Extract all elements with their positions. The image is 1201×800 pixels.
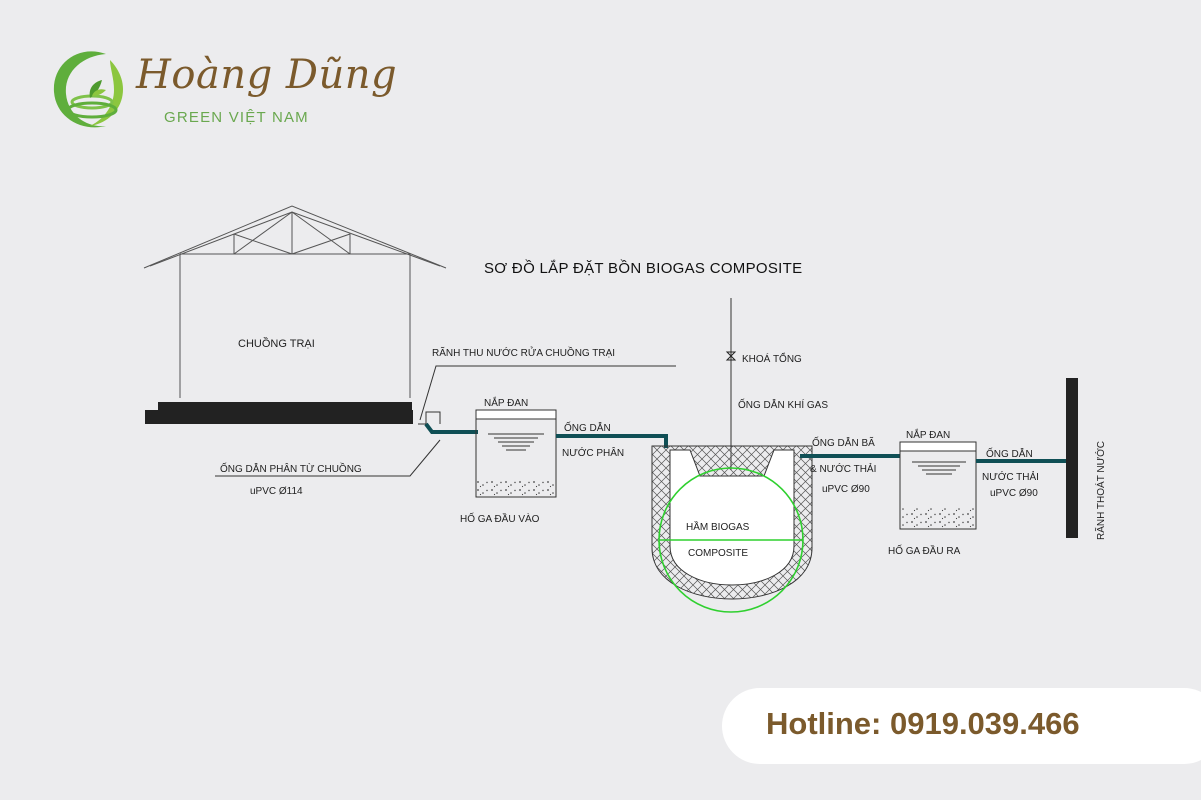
brand-subtitle: GREEN VIỆT NAM <box>164 109 309 126</box>
outlet-cover-label: NẮP ĐAN <box>906 428 950 441</box>
manure-pipe <box>424 422 478 434</box>
tank-label-1: HẦM BIOGAS <box>686 520 750 533</box>
inlet-cover-label: NẮP ĐAN <box>484 396 528 409</box>
drain-label: RÃNH THOÁT NƯỚC <box>1094 441 1107 540</box>
feces-pipe <box>556 434 668 448</box>
barn <box>143 205 447 398</box>
hotline-banner: Hotline: 0919.039.466 <box>722 688 1201 764</box>
feces-pipe-label-1: ỐNG DẪN <box>564 420 611 434</box>
hotline-text[interactable]: Hotline: 0919.039.466 <box>766 706 1080 741</box>
drain-wall <box>1066 378 1078 538</box>
barn-floor <box>145 402 413 424</box>
outlet-pit <box>899 441 977 530</box>
residue-pipe-label-2: & NƯỚC THẢI <box>810 462 876 475</box>
waste-pipe-label-1: ỐNG DẪN <box>986 446 1033 460</box>
diagram-title: SƠ ĐỒ LẮP ĐẶT BỒN BIOGAS COMPOSITE <box>484 259 802 277</box>
biogas-tank-pit <box>651 445 813 613</box>
gas-pipe-label: ỐNG DẪN KHÍ GAS <box>738 397 828 411</box>
main-valve-label: KHOÁ TỔNG <box>742 352 802 365</box>
brand-name: Hoàng Dũng <box>136 52 398 98</box>
valve-icon <box>725 351 737 361</box>
leaf-swirl-logo-icon <box>53 51 124 128</box>
waste-pipe-label-2: NƯỚC THẢI <box>982 470 1039 483</box>
wash-channel-label: RÃNH THU NƯỚC RỬA CHUỒNG TRẠI <box>432 346 615 359</box>
brand-logo: Hoàng Dũng GREEN VIỆT NAM <box>48 46 397 136</box>
outlet-pit-label: HỐ GA ĐẦU RA <box>888 543 961 557</box>
manure-pipe-label: ỐNG DẪN PHÂN TỪ CHUỒNG <box>220 461 362 475</box>
manure-pipe-spec: uPVC Ø114 <box>250 486 303 497</box>
barn-label: CHUỒNG TRẠI <box>238 337 315 350</box>
inlet-pit <box>475 409 557 498</box>
tank-label-2: COMPOSITE <box>688 548 748 559</box>
feces-pipe-label-2: NƯỚC PHÂN <box>562 446 624 459</box>
waste-pipe-spec: uPVC Ø90 <box>990 488 1038 499</box>
residue-pipe-spec: uPVC Ø90 <box>822 484 870 495</box>
residue-pipe-label-1: ỐNG DẪN BÃ <box>812 435 875 449</box>
inlet-pit-label: HỐ GA ĐẦU VÀO <box>460 511 540 525</box>
wash-channel <box>418 365 676 425</box>
manure-pipe-leader <box>215 439 441 477</box>
